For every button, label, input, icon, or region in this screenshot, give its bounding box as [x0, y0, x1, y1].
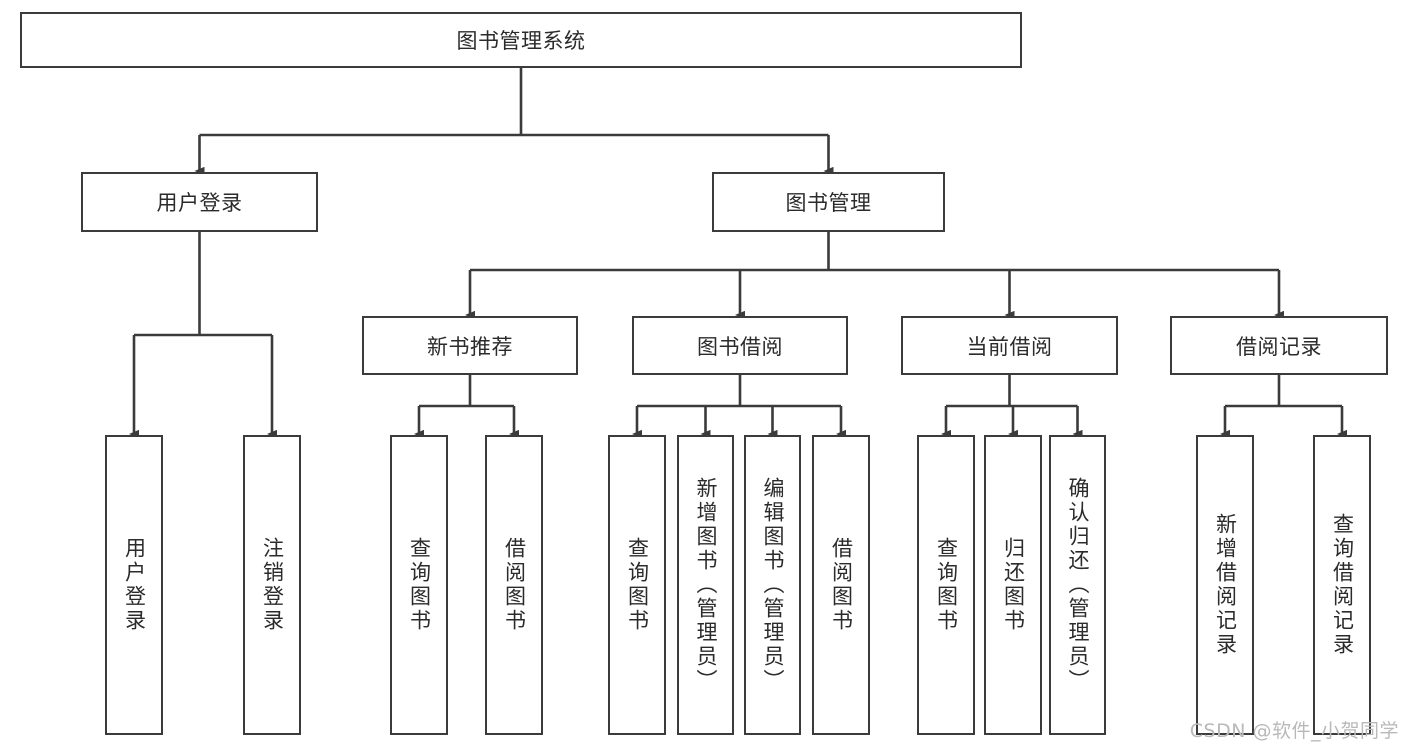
node-label: 当前借阅 — [966, 334, 1053, 359]
node-leaf-edit-book[interactable]: 编辑图书（管理员） — [744, 435, 801, 735]
node-label: 查询图书 — [934, 537, 959, 633]
node-leaf-borrow-book-1[interactable]: 借阅图书 — [485, 435, 543, 735]
node-leaf-query-book-2[interactable]: 查询图书 — [608, 435, 666, 735]
node-label: 借阅记录 — [1236, 334, 1322, 359]
node-label: 借阅图书 — [829, 537, 854, 633]
node-leaf-borrow-book-2[interactable]: 借阅图书 — [812, 435, 870, 735]
node-label: 查询借阅记录 — [1330, 513, 1355, 657]
node-leaf-confirm-return[interactable]: 确认归还（管理员） — [1049, 435, 1106, 735]
node-leaf-add-record[interactable]: 新增借阅记录 — [1196, 435, 1254, 735]
node-label: 归还图书 — [1001, 537, 1026, 633]
node-label: 新增图书（管理员） — [694, 477, 718, 693]
node-book-manage[interactable]: 图书管理 — [712, 172, 945, 232]
node-new-book-recommendation[interactable]: 新书推荐 — [362, 316, 578, 375]
node-leaf-query-book-3[interactable]: 查询图书 — [917, 435, 975, 735]
node-leaf-query-record[interactable]: 查询借阅记录 — [1313, 435, 1371, 735]
node-label: 借阅图书 — [502, 537, 527, 633]
node-leaf-add-book[interactable]: 新增图书（管理员） — [677, 435, 734, 735]
node-label: 新增借阅记录 — [1213, 513, 1238, 657]
node-label: 图书管理系统 — [456, 29, 586, 53]
node-user-login[interactable]: 用户登录 — [81, 172, 318, 232]
node-label: 用户登录 — [156, 191, 243, 215]
node-leaf-user-login[interactable]: 用户登录 — [105, 435, 163, 735]
node-label: 编辑图书（管理员） — [761, 477, 785, 693]
node-label: 查询图书 — [407, 537, 432, 633]
node-label: 图书借阅 — [697, 334, 783, 359]
node-label: 注销登录 — [260, 537, 285, 633]
node-leaf-logout[interactable]: 注销登录 — [243, 435, 301, 735]
node-label: 图书管理 — [785, 191, 872, 215]
node-label: 查询图书 — [625, 537, 650, 633]
node-current-borrow[interactable]: 当前借阅 — [901, 316, 1118, 375]
node-label: 确认归还（管理员） — [1066, 477, 1090, 693]
node-root[interactable]: 图书管理系统 — [20, 12, 1022, 68]
node-label: 用户登录 — [122, 537, 147, 633]
node-leaf-query-book-1[interactable]: 查询图书 — [390, 435, 448, 735]
node-book-borrow[interactable]: 图书借阅 — [632, 316, 848, 375]
node-leaf-return-book[interactable]: 归还图书 — [984, 435, 1042, 735]
watermark: CSDN @软件_小贺同学 — [1189, 720, 1399, 742]
node-borrow-record[interactable]: 借阅记录 — [1170, 316, 1388, 375]
node-label: 新书推荐 — [427, 334, 513, 359]
